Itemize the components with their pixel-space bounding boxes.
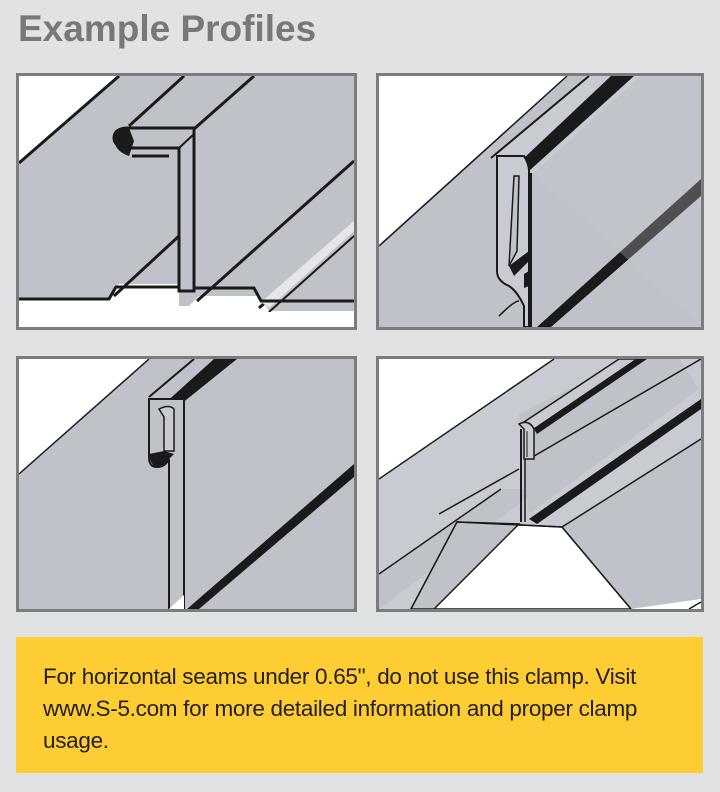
warning-note-text: For horizontal seams under 0.65", do not…: [43, 664, 638, 753]
profile-illustration-3: [16, 356, 357, 612]
page-title: Example Profiles: [18, 8, 317, 49]
warning-note-box: For horizontal seams under 0.65", do not…: [16, 637, 703, 773]
batten-rib-profile-drawing: [379, 359, 701, 609]
standing-seam-t-profile-drawing: [19, 76, 354, 327]
profile-illustration-4: [376, 356, 704, 612]
profile-illustration-2: [376, 73, 704, 330]
narrow-snap-seam-profile-drawing: [19, 359, 354, 609]
profile-illustration-1: [16, 73, 357, 330]
snap-lock-seam-profile-drawing: [379, 76, 701, 327]
